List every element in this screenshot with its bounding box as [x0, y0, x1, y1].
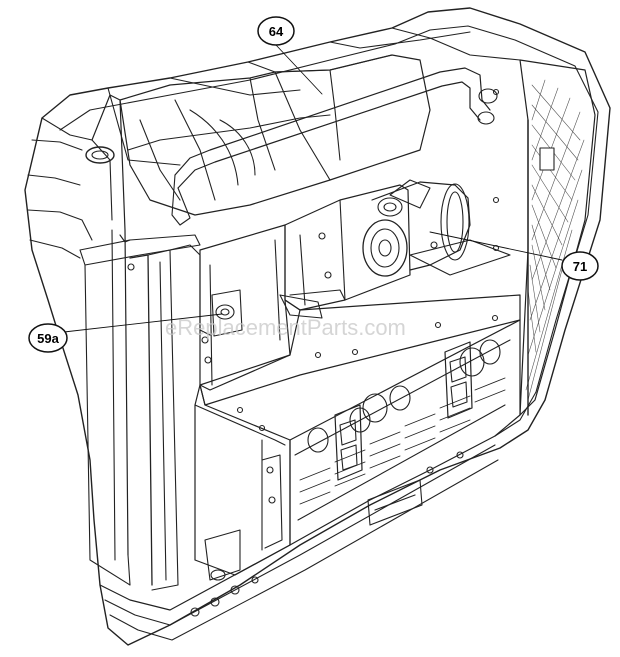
callout-label-64: 64: [269, 24, 284, 39]
right-louver-panel: [492, 59, 596, 416]
heater-bank: [289, 319, 521, 546]
base-rails: [99, 444, 499, 641]
callout-71: 71: [561, 251, 599, 281]
leader-64: [275, 44, 323, 95]
callout-label-59a: 59a: [37, 331, 59, 346]
callout-64: 64: [257, 16, 295, 46]
cabinet-outline: [24, 7, 611, 646]
leader-59a: [63, 313, 223, 333]
callout-label-71: 71: [573, 259, 587, 274]
callout-bubble: [561, 251, 599, 281]
leader-71: [429, 231, 563, 261]
callout-bubble: [257, 16, 295, 46]
top-pipe: [171, 67, 498, 226]
motor-assembly: [284, 179, 511, 311]
callout-bubble: [28, 323, 68, 353]
leader-lines: [63, 44, 563, 333]
blower-housing: [119, 54, 431, 216]
watermark-text: eReplacementParts.com: [165, 315, 406, 340]
callout-59a: 59a: [28, 323, 68, 353]
left-column: [79, 94, 211, 591]
